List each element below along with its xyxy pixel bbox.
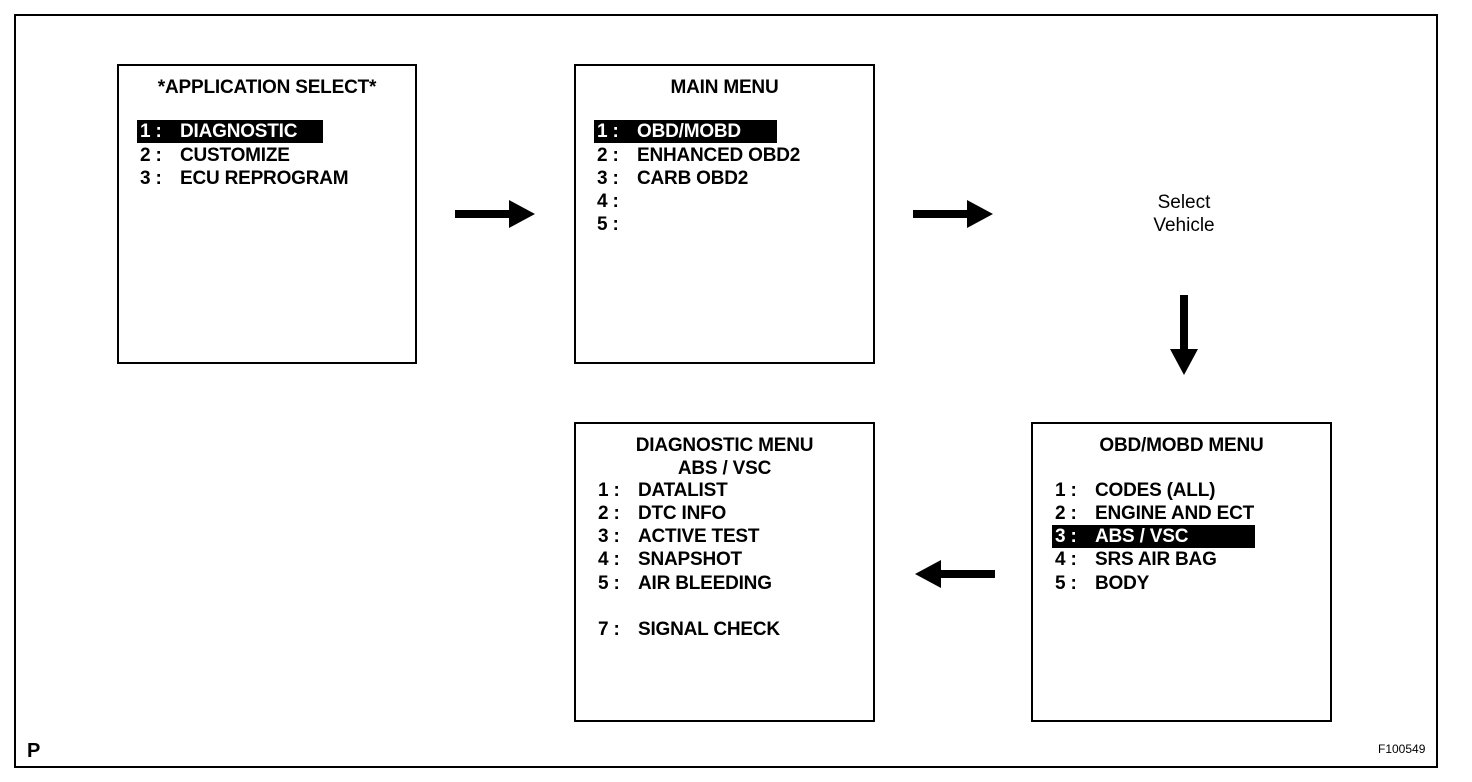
obd-item-codes-all: 1 : CODES (ALL) xyxy=(1055,479,1215,502)
main-item-label: ENHANCED OBD2 xyxy=(637,145,801,166)
obd-item-abs-vsc: 3 : ABS / VSC xyxy=(1052,525,1255,548)
diag-item-air-bleeding: 5 : AIR BLEEDING xyxy=(598,572,772,595)
diagnostic-menu-screen: DIAGNOSTIC MENU ABS / VSC xyxy=(574,422,875,722)
app-item-num: 2 : xyxy=(140,145,162,166)
main-menu-title: MAIN MENU xyxy=(670,77,779,98)
corner-label-p: P xyxy=(27,740,41,762)
diag-item-num: 2 : xyxy=(598,503,620,524)
main-menu-screen: MAIN MENU xyxy=(574,64,875,364)
obd-mobd-menu-title: OBD/MOBD MENU xyxy=(1099,435,1264,456)
app-item-num: 1 : xyxy=(140,121,162,142)
diag-item-label: SNAPSHOT xyxy=(638,549,742,570)
diag-item-label: DTC INFO xyxy=(638,503,727,524)
app-item-num: 3 : xyxy=(140,168,162,189)
diag-item-label: SIGNAL CHECK xyxy=(638,619,780,640)
diagnostic-menu-title: DIAGNOSTIC MENU xyxy=(635,435,814,456)
app-item-label: CUSTOMIZE xyxy=(180,145,290,166)
obd-item-body: 5 : BODY xyxy=(1055,572,1149,595)
obd-item-label: ENGINE AND ECT xyxy=(1095,503,1255,524)
main-item-num: 5 : xyxy=(597,214,619,235)
figure-id: F100549 xyxy=(1378,742,1426,756)
diag-item-num: 3 : xyxy=(598,526,620,547)
main-item-num: 1 : xyxy=(597,121,619,142)
obd-item-label: BODY xyxy=(1095,573,1150,594)
select-vehicle-line1: Select xyxy=(1157,192,1211,213)
select-vehicle-label: Select Vehicle xyxy=(1120,191,1248,237)
obd-item-num: 4 : xyxy=(1055,549,1077,570)
diag-item-datalist: 1 : DATALIST xyxy=(598,479,728,502)
app-item-label: ECU REPROGRAM xyxy=(180,168,349,189)
obd-item-label: SRS AIR BAG xyxy=(1095,549,1217,570)
diag-item-num: 4 : xyxy=(598,549,620,570)
diagnostic-menu-subtitle: ABS / VSC xyxy=(677,458,772,479)
app-item-diagnostic: 1 : DIAGNOSTIC xyxy=(137,120,323,143)
main-item-enhanced-obd2: 2 : ENHANCED OBD2 xyxy=(597,144,800,167)
main-item-carb-obd2: 3 : CARB OBD2 xyxy=(597,167,748,190)
app-item-ecu-reprogram: 3 : ECU REPROGRAM xyxy=(140,167,349,190)
obd-mobd-menu-screen: OBD/MOBD MENU xyxy=(1031,422,1332,722)
diag-item-label: DATALIST xyxy=(638,480,728,501)
main-item-label: CARB OBD2 xyxy=(637,168,749,189)
diag-item-label: AIR BLEEDING xyxy=(638,573,772,594)
app-item-label: DIAGNOSTIC xyxy=(180,121,298,142)
figure-frame xyxy=(14,14,1438,768)
arrow-right-2 xyxy=(913,200,993,228)
main-item-4: 4 : xyxy=(597,190,637,213)
arrow-right-1 xyxy=(455,200,535,228)
main-item-num: 2 : xyxy=(597,145,619,166)
diag-item-label: ACTIVE TEST xyxy=(638,526,760,547)
application-select-screen: *APPLICATION SELECT* xyxy=(117,64,417,364)
diag-item-num: 7 : xyxy=(598,619,620,640)
app-item-customize: 2 : CUSTOMIZE xyxy=(140,144,290,167)
diag-item-num: 5 : xyxy=(598,573,620,594)
obd-item-num: 1 : xyxy=(1055,480,1077,501)
diag-item-dtc-info: 2 : DTC INFO xyxy=(598,502,726,525)
diag-item-signal-check: 7 : SIGNAL CHECK xyxy=(598,618,780,641)
obd-item-num: 2 : xyxy=(1055,503,1077,524)
obd-item-engine-ect: 2 : ENGINE AND ECT xyxy=(1055,502,1254,525)
obd-item-num: 3 : xyxy=(1055,526,1077,547)
diag-item-snapshot: 4 : SNAPSHOT xyxy=(598,548,742,571)
main-item-obd-mobd: 1 : OBD/MOBD xyxy=(594,120,777,143)
obd-item-label: ABS / VSC xyxy=(1095,526,1189,547)
application-select-title: *APPLICATION SELECT* xyxy=(157,77,377,98)
obd-item-label: CODES (ALL) xyxy=(1095,480,1216,501)
main-item-5: 5 : xyxy=(597,213,637,236)
select-vehicle-line2: Vehicle xyxy=(1153,215,1215,236)
main-item-num: 4 : xyxy=(597,191,619,212)
obd-item-srs-air-bag: 4 : SRS AIR BAG xyxy=(1055,548,1217,571)
main-item-label: OBD/MOBD xyxy=(637,121,741,142)
diag-item-active-test: 3 : ACTIVE TEST xyxy=(598,525,760,548)
diag-item-num: 1 : xyxy=(598,480,620,501)
arrow-left xyxy=(915,560,995,588)
arrow-down xyxy=(1170,295,1198,375)
obd-item-num: 5 : xyxy=(1055,573,1077,594)
main-item-num: 3 : xyxy=(597,168,619,189)
